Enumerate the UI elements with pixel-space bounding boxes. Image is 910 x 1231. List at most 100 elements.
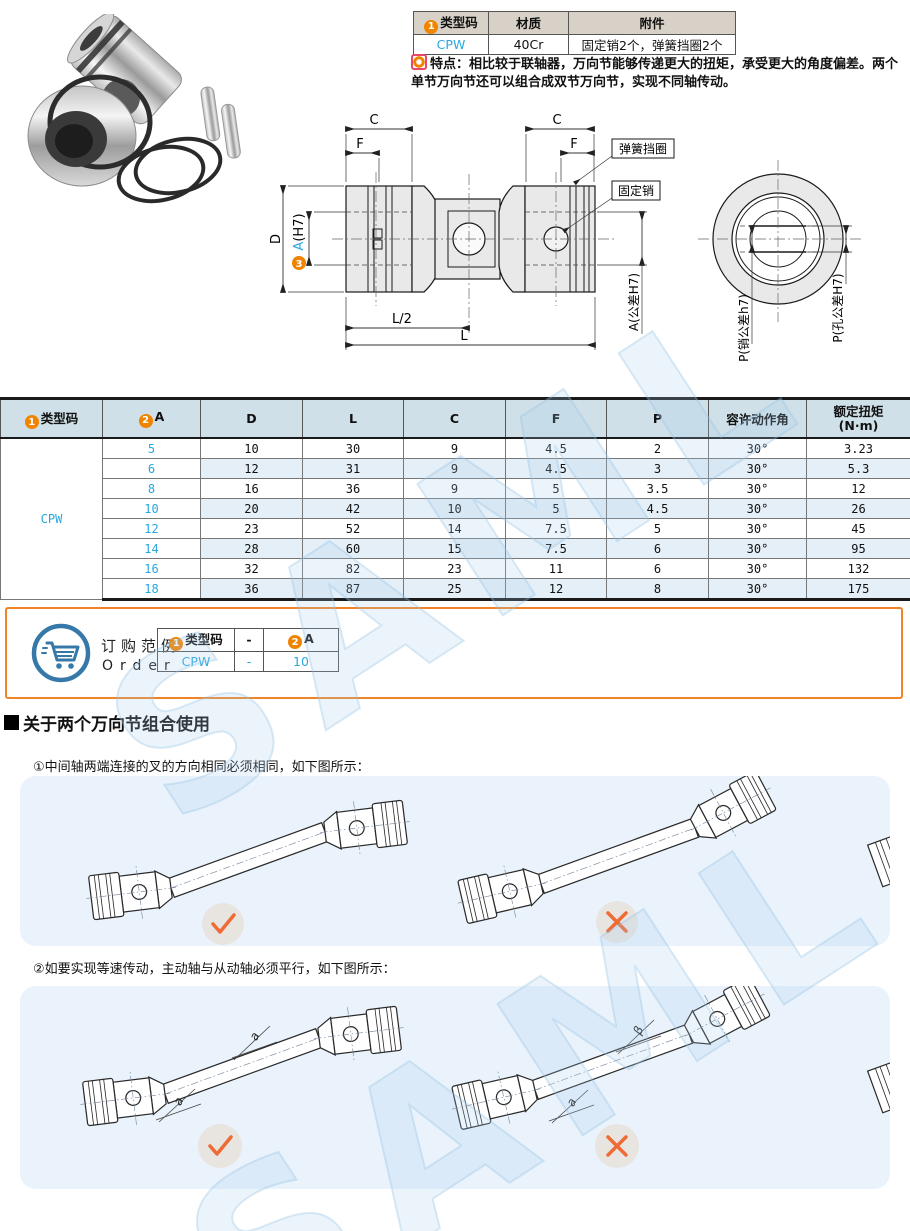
features-text: 相比较于联轴器，万向节能够传递更大的扭矩，承受更大的角度偏差。两个单节万向节还可… [411, 57, 899, 90]
cell: 16 [200, 478, 303, 499]
cell: 7.5 [505, 518, 607, 539]
driveshaft-nonparallel [439, 986, 781, 1146]
cell: 30° [708, 578, 807, 601]
check-icon [202, 903, 244, 945]
spec-type-code: CPW [413, 33, 489, 55]
clipped-shaft-end [867, 1055, 890, 1114]
spec-value-row: CPW 40Cr 固定销2个，弹簧挡圈2个 [413, 33, 736, 55]
cell: 36 [302, 478, 404, 499]
cell: 31 [302, 458, 404, 479]
cell: 4.5 [606, 498, 709, 519]
ujoint-photo-upper-arm [67, 14, 182, 125]
order-size: 10 [263, 650, 339, 672]
dim-label-c-left: C [369, 113, 378, 128]
combo-note-1: ①中间轴两端连接的叉的方向相同必须相同，如下图所示： [33, 760, 370, 775]
cell: 52 [302, 518, 404, 539]
cell: 6 [606, 558, 709, 579]
cell: 2 [606, 437, 709, 459]
angle-label-right-top: β [630, 1024, 646, 1038]
photo-o-rings [116, 136, 223, 204]
cell: 23 [403, 558, 506, 579]
product-photo [27, 14, 241, 204]
cell: 26 [806, 498, 910, 519]
cell: 30° [708, 538, 807, 559]
driveshaft-correct [72, 776, 425, 946]
features-paragraph: 特点：相比较于联轴器，万向节能够传递更大的扭矩，承受更大的角度偏差。两个单节万向… [411, 54, 907, 92]
cell: 8 [102, 478, 201, 499]
spring-ring-label: 弹簧挡圈 [619, 141, 667, 156]
combo-note-2: ②如要实现等速传动，主动轴与从动轴必须平行，如下图所示： [33, 962, 396, 977]
spec-material: 40Cr [488, 33, 569, 55]
cell: 12 [505, 578, 607, 601]
dim-label-a-h7: A(H7) [292, 213, 307, 250]
section-heading: 关于两个万向节组合使用 [4, 710, 210, 735]
cell: 60 [302, 538, 404, 559]
cell: 12 [200, 458, 303, 479]
leader-labels: 弹簧挡圈 固定销 [562, 138, 675, 234]
cell: 87 [302, 578, 404, 601]
cell: 5 [505, 498, 607, 519]
cell: 14 [102, 538, 201, 559]
end-view: P(销公差h7) P(孔公差H7) [698, 160, 862, 362]
combo-panel-1-drawing: .w{fill:#fff;stroke:#2a2a2a;stroke-width… [20, 776, 890, 946]
cell: 32 [200, 558, 303, 579]
spec-header-accessory: 附件 [568, 11, 736, 35]
marker-2-icon: 2 [288, 635, 303, 649]
section-bullet-icon [4, 715, 19, 730]
driveshaft-parallel [66, 986, 419, 1167]
marker-2-icon: 2 [138, 413, 153, 428]
cell: 15 [403, 538, 506, 559]
dim-label-d: D [269, 234, 284, 244]
dim-label-f-right: F [570, 137, 577, 152]
cell: 11 [505, 558, 607, 579]
cell: 9 [403, 437, 506, 459]
clipped-shaft-end [867, 829, 890, 888]
cell: 30° [708, 498, 807, 519]
spec-header-material: 材质 [488, 11, 569, 35]
angle-label-left-top: a [246, 1030, 262, 1043]
p-hole-label: P(孔公差H7) [831, 273, 845, 342]
cell: 3 [606, 458, 709, 479]
cell: 25 [403, 578, 506, 601]
cell: 175 [806, 578, 910, 601]
cell: 5.3 [806, 458, 910, 479]
angle-callout-lines [155, 1019, 662, 1124]
cell: 28 [200, 538, 303, 559]
feature-bullet-icon [411, 54, 427, 70]
technical-drawing: .g{fill:#E9E9E9;stroke:#1a1a1a;stroke-wi… [269, 113, 862, 362]
cell: 4.5 [505, 458, 607, 479]
cell: 30° [708, 558, 807, 579]
dim-label-l-half: L/2 [392, 312, 412, 327]
cell: 9 [403, 478, 506, 499]
ujoint-photo-lower-hub [27, 74, 153, 187]
combo-panel-2-drawing: a a β a [20, 986, 890, 1168]
type-code-cell: CPW [0, 437, 103, 600]
cell: 8 [606, 578, 709, 601]
cell: 6 [606, 538, 709, 559]
marker-1-icon: 1 [424, 19, 439, 34]
marker-1-icon: 1 [24, 415, 39, 430]
order-type-code: CPW [157, 650, 235, 672]
cell: 5 [102, 437, 201, 459]
cell: 7.5 [505, 538, 607, 559]
dim-label-a-right: A(公差H7) [627, 273, 641, 331]
dim-label-f-left: F [356, 137, 363, 152]
cell: 82 [302, 558, 404, 579]
cell: 3.5 [606, 478, 709, 499]
cell: 95 [806, 538, 910, 559]
side-view [332, 172, 614, 333]
features-label: 特点： [430, 57, 470, 72]
cell: 12 [806, 478, 910, 499]
marker-3-icon [292, 256, 306, 270]
